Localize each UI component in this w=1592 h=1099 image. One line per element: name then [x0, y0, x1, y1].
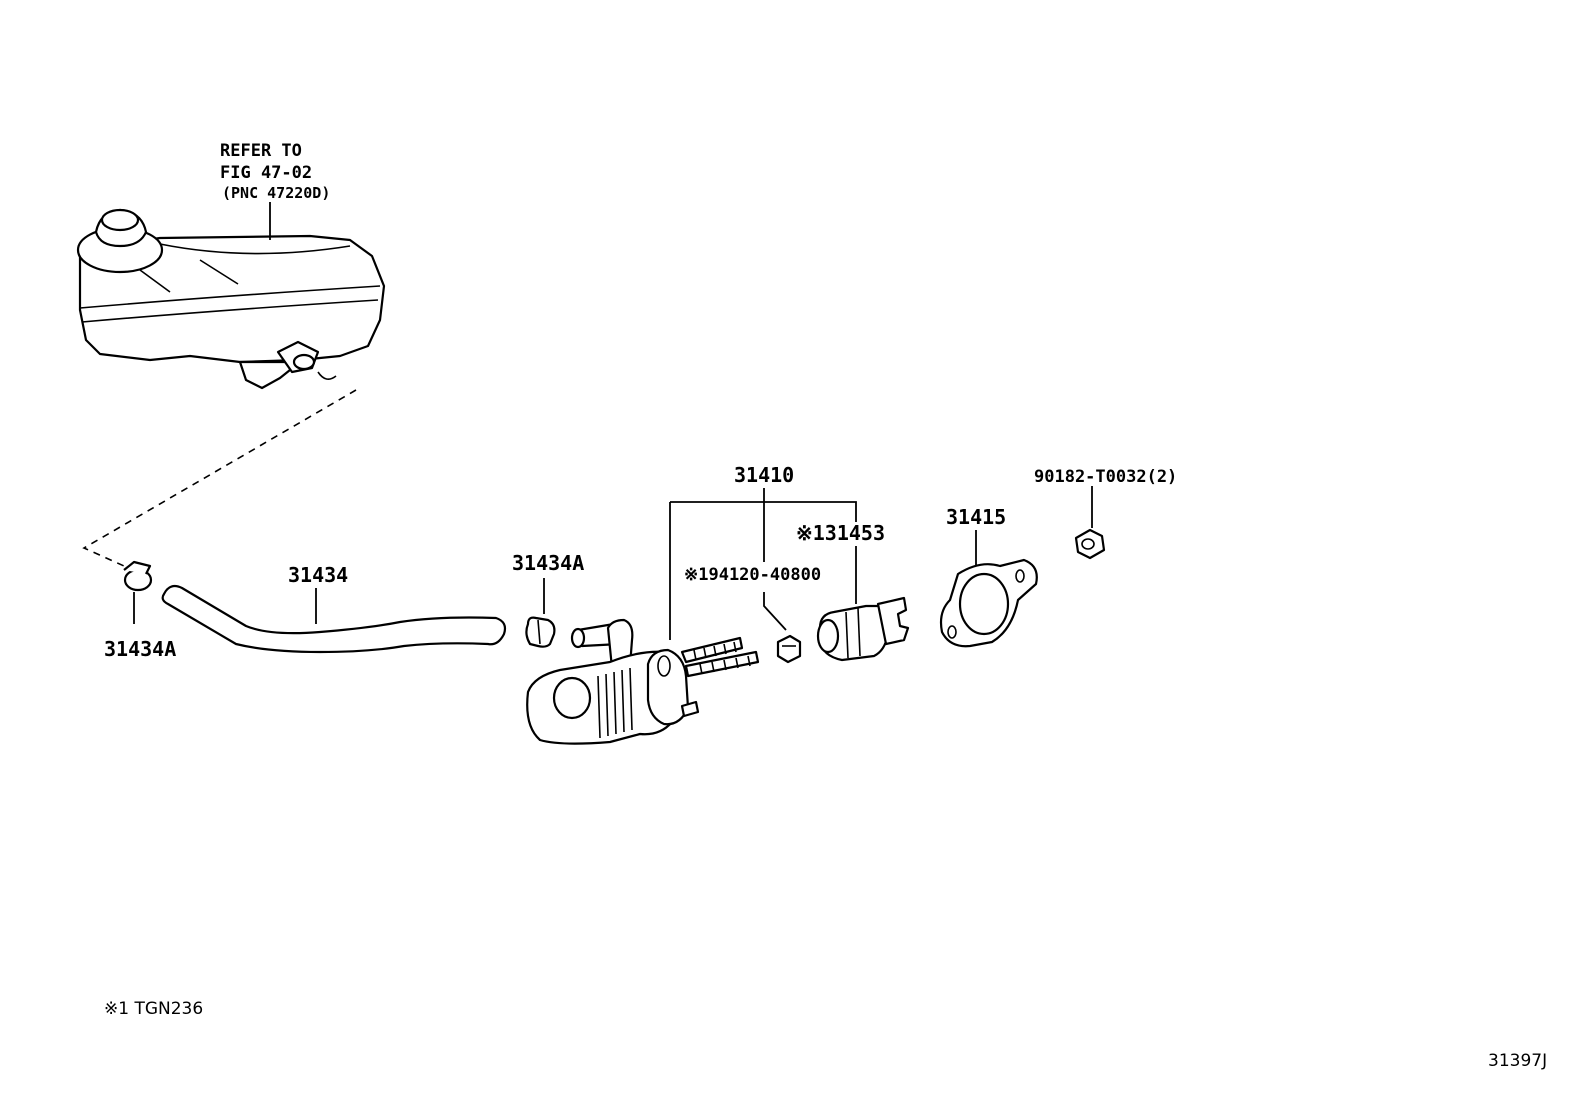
small-nut-leader	[763, 592, 787, 631]
assembly-label: 31410	[734, 463, 794, 487]
hose-clamp-left	[123, 560, 153, 592]
footnote: ※1 TGN236	[104, 999, 203, 1019]
clutch-master-cylinder	[526, 618, 760, 745]
reservoir-tank	[76, 208, 386, 390]
reference-line-2: FIG 47-02	[220, 163, 312, 183]
small-nut-label: ※194120-40800	[684, 565, 821, 585]
connection-dashed-line	[82, 389, 357, 567]
gasket	[939, 558, 1038, 648]
hose-clamp-right	[525, 616, 556, 648]
illustration-code: 31397J	[1488, 1051, 1547, 1071]
reference-line-1: REFER TO	[220, 141, 302, 161]
hose-label: 31434	[288, 563, 348, 587]
small-nut	[776, 634, 802, 664]
reservoir-hose	[161, 584, 507, 654]
reference-line-3: (PNC 47220D)	[222, 184, 330, 202]
clamp-right-label: 31434A	[512, 551, 584, 575]
push-rod-label: ※131453	[796, 521, 885, 545]
clamp-left-label: 31434A	[104, 637, 176, 661]
nut-label: 90182-T0032(2)	[1034, 467, 1177, 487]
assembly-bracket	[670, 501, 857, 522]
nut	[1074, 528, 1106, 560]
push-rod-clevis	[816, 596, 910, 662]
gasket-label: 31415	[946, 505, 1006, 529]
